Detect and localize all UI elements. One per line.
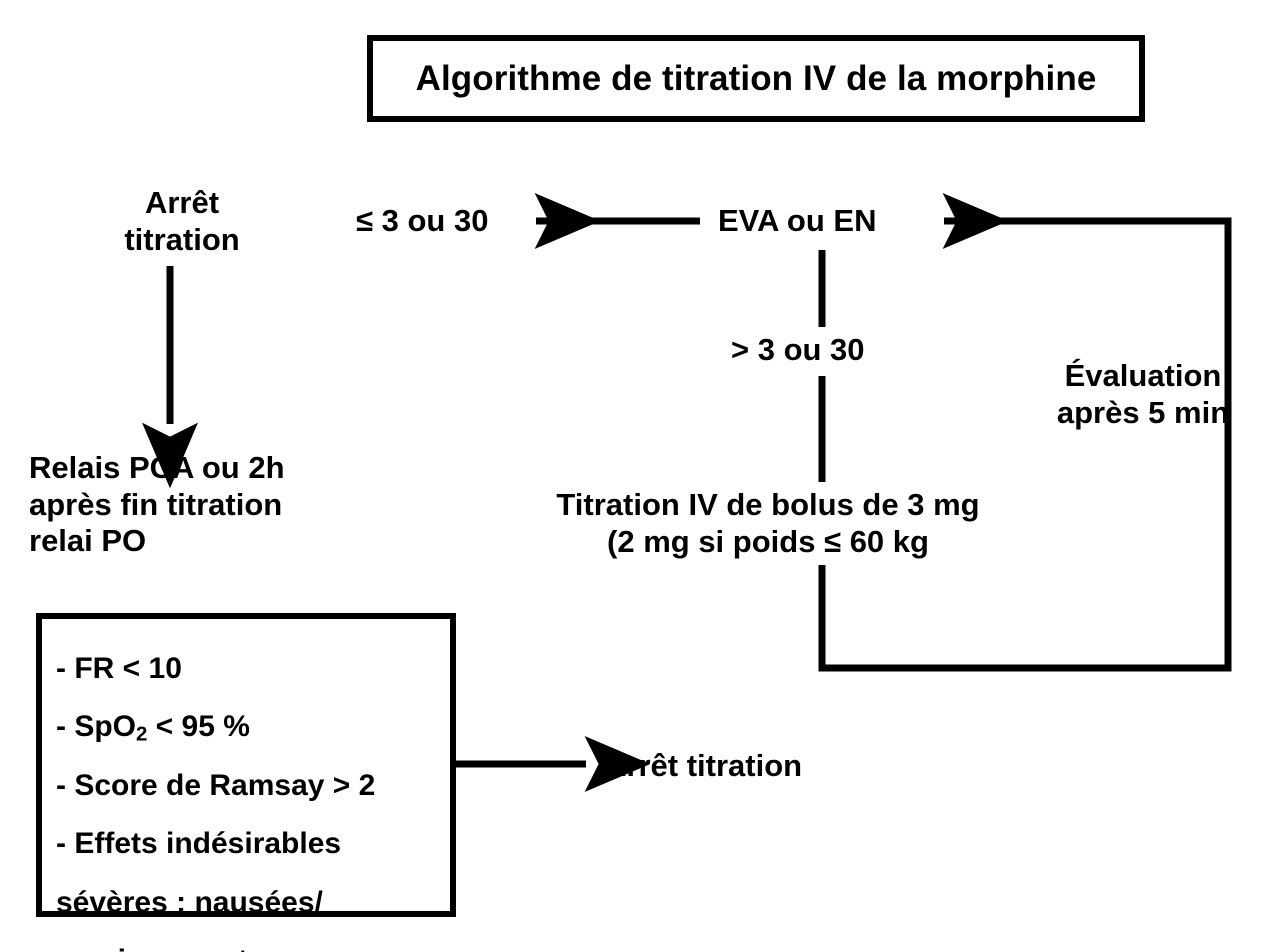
node-reassessment: Évaluation après 5 min (1056, 358, 1230, 430)
diagram-title: Algorithme de titration IV de la morphin… (415, 58, 1097, 98)
node-score-high: > 3 ou 30 (731, 332, 865, 367)
criteria-item: - Score de Ramsay > 2 (56, 768, 376, 802)
node-score-low: ≤ 3 ou 30 (356, 203, 489, 238)
criteria-box: - FR < 10 - SpO2 < 95 % - Score de Ramsa… (36, 613, 456, 952)
node-bolus-titration: Titration IV de bolus de 3 mg (2 mg si p… (556, 487, 980, 559)
node-stop-titration-top: Arrêt titration (124, 185, 240, 257)
edge-reassessment-loop (818, 193, 1232, 672)
node-relay: Relais PCA ou 2h après fin titration rel… (29, 450, 285, 559)
criteria-spo2-subscript: 2 (136, 723, 148, 746)
criteria-item: sévères : nausées/ (56, 885, 323, 919)
node-stop-titration-right: Arrêt titration (604, 748, 803, 783)
criteria-item: - FR < 10 (56, 651, 182, 685)
node-assessment: EVA ou EN (718, 203, 877, 238)
criteria-spo2-prefix: - SpO (56, 710, 136, 744)
criteria-item: - Effets indésirables (56, 827, 342, 861)
criteria-item: - SpO2 < 95 % (56, 707, 450, 747)
diagram-title-box: Algorithme de titration IV de la morphin… (367, 35, 1145, 122)
criteria-spo2-suffix: < 95 % (147, 710, 250, 744)
criteria-item: vomissements +++, (56, 941, 450, 952)
